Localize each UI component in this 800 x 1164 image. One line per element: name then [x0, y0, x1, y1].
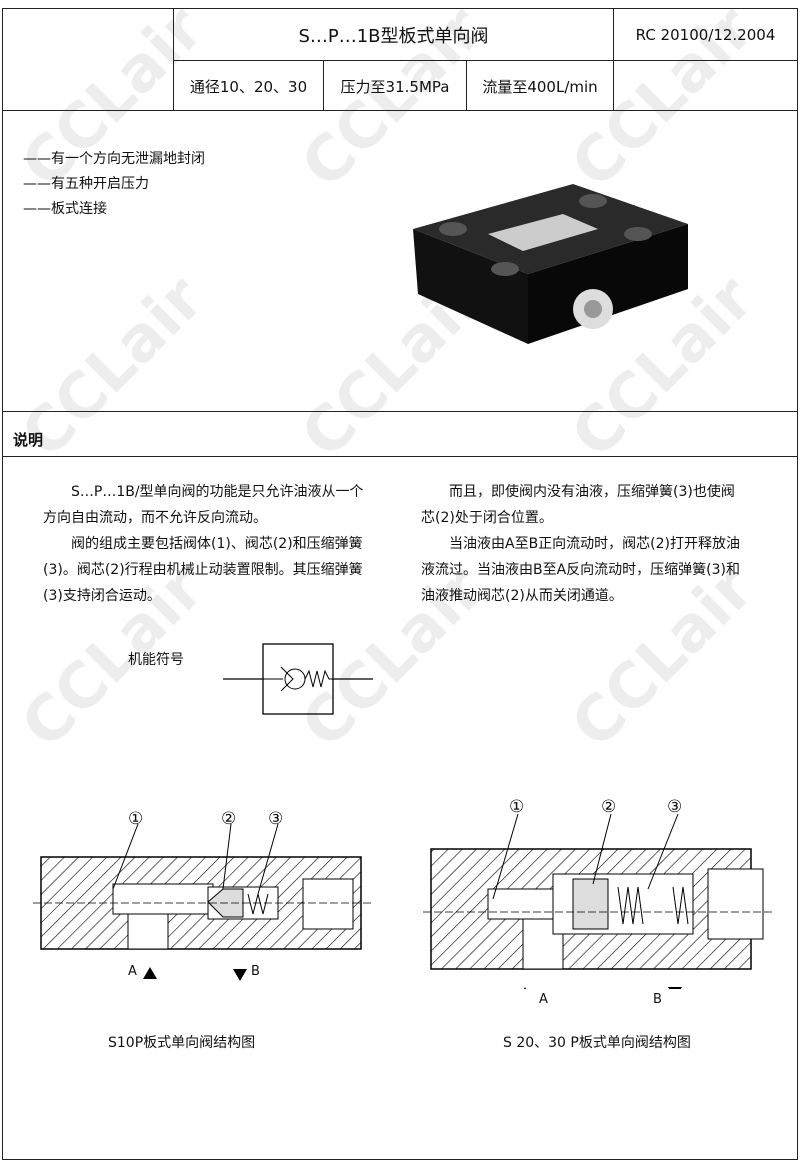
callout-1: ①: [128, 809, 144, 829]
callout-3: ③: [268, 809, 284, 829]
feature-list: ——有一个方向无泄漏地封闭 ——有五种开启压力 ——板式连接: [23, 147, 205, 222]
description-right: 而且，即使阀内没有油液，压缩弹簧(3)也使阀芯(2)处于闭合位置。 当油液由A至…: [421, 479, 746, 609]
symbol-label: 机能符号: [128, 652, 184, 668]
description-left: S…P…1B/型单向阀的功能是只允许油液从一个方向自由流动，而不允许反向流动。 …: [43, 479, 368, 609]
port-b-label: B: [251, 964, 260, 979]
paragraph: S…P…1B/型单向阀的功能是只允许油液从一个方向自由流动，而不允许反向流动。: [43, 484, 364, 526]
header-table: S…P…1B型板式单向阀 RC 20100/12.2004 通径10、20、30…: [3, 9, 797, 111]
s20p-section-diagram: [423, 813, 773, 989]
port-b-label: B: [653, 992, 662, 1007]
spec-flow: 流量至400L/min: [466, 61, 613, 111]
section-heading: 说明: [3, 411, 797, 457]
port-a-label: A: [128, 964, 137, 979]
product-photo: [413, 184, 688, 344]
feature-item: ——有一个方向无泄漏地封闭: [23, 151, 205, 167]
diagram-caption: S10P板式单向阀结构图: [108, 1035, 256, 1051]
spec-pressure: 压力至31.5MPa: [323, 61, 466, 111]
diagram-caption: S 20、30 P板式单向阀结构图: [503, 1035, 691, 1051]
feature-item: ——板式连接: [23, 201, 107, 217]
paragraph: 而且，即使阀内没有油液，压缩弹簧(3)也使阀芯(2)处于闭合位置。: [421, 484, 735, 526]
callout-1: ①: [509, 797, 525, 817]
paragraph: 阀的组成主要包括阀体(1)、阀芯(2)和压缩弹簧(3)。阀芯(2)行程由机械止动…: [43, 536, 363, 604]
document-number: RC 20100/12.2004: [613, 9, 797, 61]
port-a-label: A: [539, 992, 548, 1007]
callout-2: ②: [601, 797, 617, 817]
paragraph: 当油液由A至B正向流动时，阀芯(2)打开释放油液流过。当油液由B至A反向流动时，…: [421, 536, 741, 604]
spec-size: 通径10、20、30: [173, 61, 323, 111]
s10p-section-diagram: [33, 823, 373, 981]
feature-item: ——有五种开启压力: [23, 176, 149, 192]
check-valve-symbol: [223, 643, 373, 715]
page-title: S…P…1B型板式单向阀: [173, 9, 613, 61]
spec-empty: [613, 61, 797, 111]
callout-2: ②: [221, 809, 237, 829]
page-frame: S…P…1B型板式单向阀 RC 20100/12.2004 通径10、20、30…: [2, 8, 798, 1160]
callout-3: ③: [667, 797, 683, 817]
